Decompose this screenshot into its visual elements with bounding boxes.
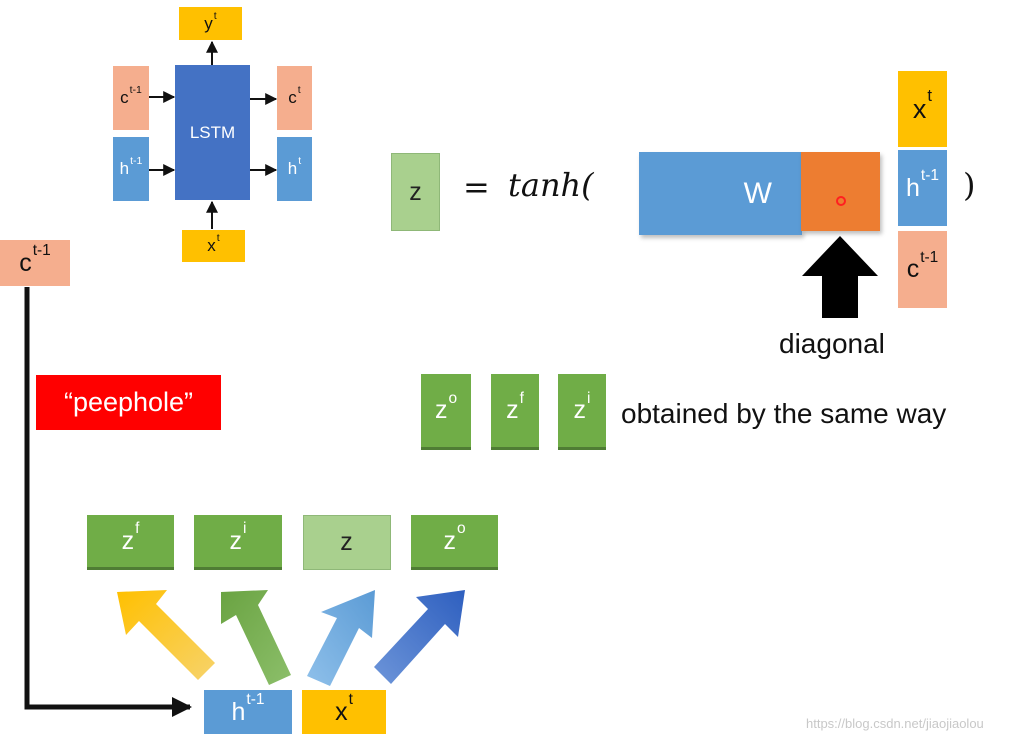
weight-matrix: W — [639, 152, 802, 235]
yt-base: y — [204, 13, 213, 33]
bottom-zf-sup: f — [135, 520, 140, 538]
bottom-h-prev-base: h — [231, 697, 246, 726]
bottom-zi-base: z — [229, 526, 243, 555]
vector-c-prev-sup: t-1 — [920, 248, 939, 266]
same-way-zi-sup: i — [587, 389, 591, 407]
equation-z-label: z — [409, 177, 422, 206]
bottom-z: z — [303, 515, 391, 570]
diagonal-arrow — [802, 236, 878, 318]
same-way-zo-base: z — [434, 396, 448, 424]
equation-equals: = — [463, 168, 490, 206]
h-prev-base: h — [119, 159, 130, 178]
equation-close-paren: ) — [963, 166, 976, 204]
h-prev-sup: t-1 — [130, 155, 143, 168]
h-next-sup: t — [298, 155, 302, 168]
arrow-to-zi — [221, 590, 291, 685]
vector-c-prev-base: c — [906, 255, 920, 283]
peephole-label-box: “peephole” — [36, 375, 221, 430]
vector-h-prev-sup: t-1 — [920, 167, 939, 185]
same-way-zi-base: z — [573, 396, 587, 424]
c-next-base: c — [288, 88, 297, 107]
bottom-zf-base: z — [121, 526, 135, 555]
bottom-z-base: z — [340, 528, 353, 556]
lstm-label: LSTM — [189, 122, 236, 142]
bottom-zi-sup: i — [243, 520, 247, 538]
diagonal-label: diagonal — [779, 328, 885, 359]
peephole-label: “peephole” — [63, 387, 194, 417]
equation-tanh: tanh( — [508, 166, 594, 204]
bottom-zo-base: z — [443, 526, 456, 555]
xt-base: x — [207, 236, 216, 255]
c-prev-base: c — [120, 88, 129, 107]
xt-sup: t — [216, 232, 220, 245]
same-way-zf-base: z — [506, 396, 519, 424]
bottom-h-prev-sup: t-1 — [246, 691, 265, 709]
bottom-zo-sup: o — [456, 520, 466, 538]
vector-xt-sup: t — [927, 86, 933, 106]
watermark: https://blog.csdn.net/jiaojiaolou — [806, 716, 984, 731]
cursor-dot-icon — [835, 195, 846, 206]
same-way-text: obtained by the same way — [621, 398, 947, 429]
bottom-xt-base: x — [335, 697, 348, 726]
peephole-line — [24, 287, 192, 717]
equation-z-box: z — [391, 153, 440, 231]
c-next-sup: t — [297, 84, 301, 97]
weight-label: W — [743, 176, 772, 210]
c-prev-sup: t-1 — [129, 84, 142, 97]
same-way-zo-sup: o — [448, 389, 458, 407]
same-way-zf-sup: f — [519, 389, 524, 407]
lstm-cell: LSTM — [175, 65, 250, 200]
yt-sup: t — [213, 9, 217, 22]
peephole-c-prev-base: c — [19, 248, 32, 277]
vector-xt-base: x — [912, 93, 927, 124]
bottom-xt-sup: t — [348, 691, 353, 709]
vector-h-prev-base: h — [906, 173, 920, 202]
arrow-to-zo — [374, 590, 465, 684]
h-next-base: h — [287, 159, 298, 178]
arrow-to-z — [307, 590, 375, 686]
peephole-c-prev-sup: t-1 — [32, 242, 51, 260]
arrow-to-zf — [117, 590, 215, 680]
diagonal-block — [801, 152, 880, 231]
